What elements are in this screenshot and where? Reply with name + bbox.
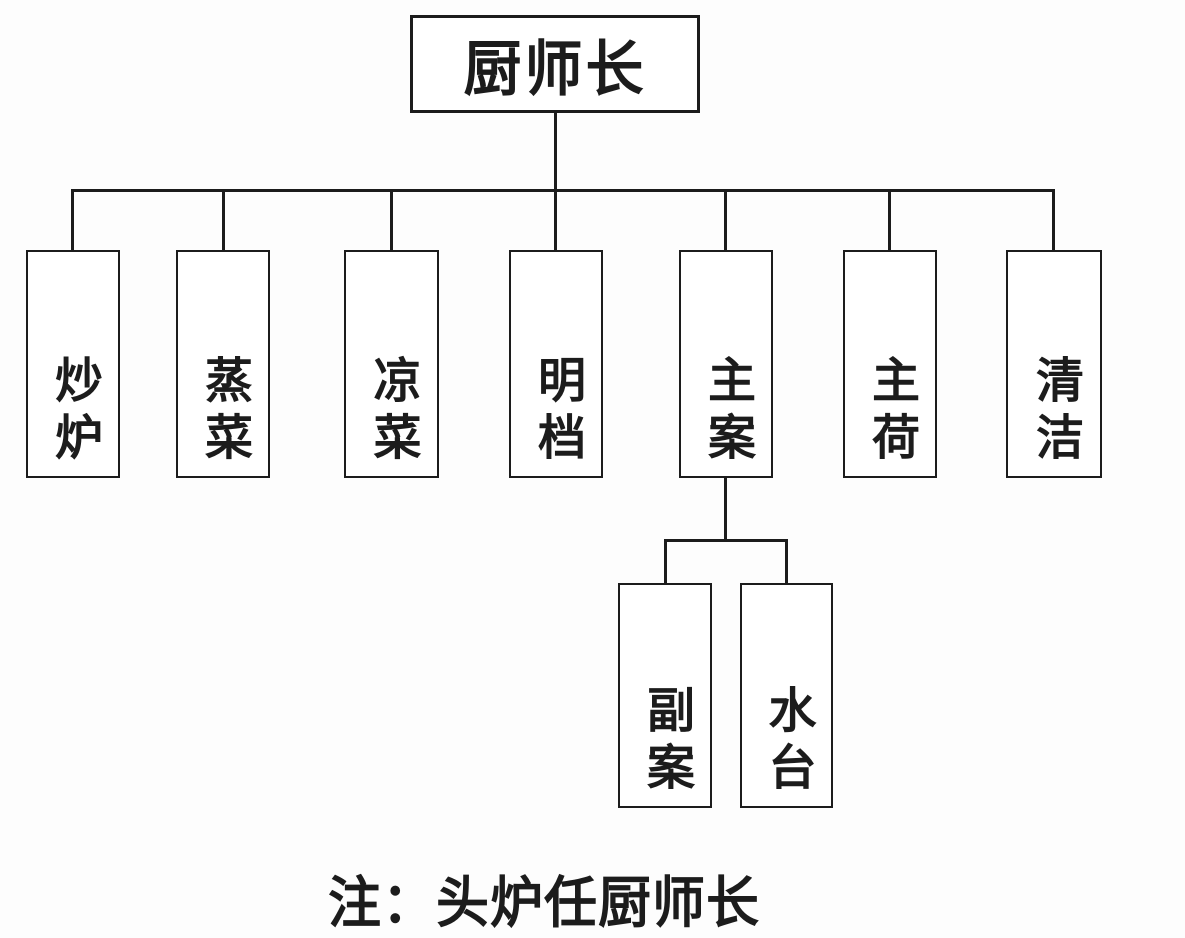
node-deputy-board-label: 副案 <box>639 685 692 799</box>
connector-drop-5 <box>724 189 727 252</box>
node-head-chef: 厨师长 <box>410 15 700 113</box>
connector-root-trunk <box>554 111 557 191</box>
node-main-board: 主案 <box>679 250 773 478</box>
connector-drop-2 <box>222 189 225 252</box>
node-stir-fry-stove-label: 炒炉 <box>47 355 100 469</box>
connector-drop-7 <box>1052 189 1055 252</box>
footnote: 注：头炉任厨师长 <box>328 872 760 935</box>
node-steamed-dishes-label: 蒸菜 <box>197 355 250 469</box>
connector-level3-drop-2 <box>785 539 788 585</box>
connector-drop-6 <box>888 189 891 252</box>
node-cold-dishes-label: 凉菜 <box>365 355 419 469</box>
connector-level3-bus <box>664 539 788 542</box>
node-main-board-label: 主案 <box>700 355 753 469</box>
node-cleaning-label: 清洁 <box>1028 355 1081 469</box>
connector-main-board-trunk <box>724 476 727 541</box>
connector-drop-4 <box>554 189 557 252</box>
node-cold-dishes: 凉菜 <box>344 250 439 478</box>
connector-drop-3 <box>390 189 393 252</box>
node-stir-fry-stove: 炒炉 <box>26 250 120 478</box>
node-steamed-dishes: 蒸菜 <box>176 250 270 478</box>
node-head-chef-label: 厨师长 <box>463 35 647 104</box>
connector-level3-drop-1 <box>664 539 667 585</box>
node-cleaning: 清洁 <box>1006 250 1102 478</box>
node-deputy-board: 副案 <box>618 583 712 808</box>
node-open-kitchen-label: 明档 <box>530 355 583 469</box>
node-water-station: 水台 <box>740 583 833 808</box>
node-open-kitchen: 明档 <box>509 250 603 478</box>
node-main-plating-label: 主荷 <box>864 355 917 469</box>
connector-level2-bus <box>71 189 1055 192</box>
connector-drop-1 <box>71 189 74 252</box>
node-main-plating: 主荷 <box>843 250 937 478</box>
node-water-station-label: 水台 <box>760 685 814 799</box>
